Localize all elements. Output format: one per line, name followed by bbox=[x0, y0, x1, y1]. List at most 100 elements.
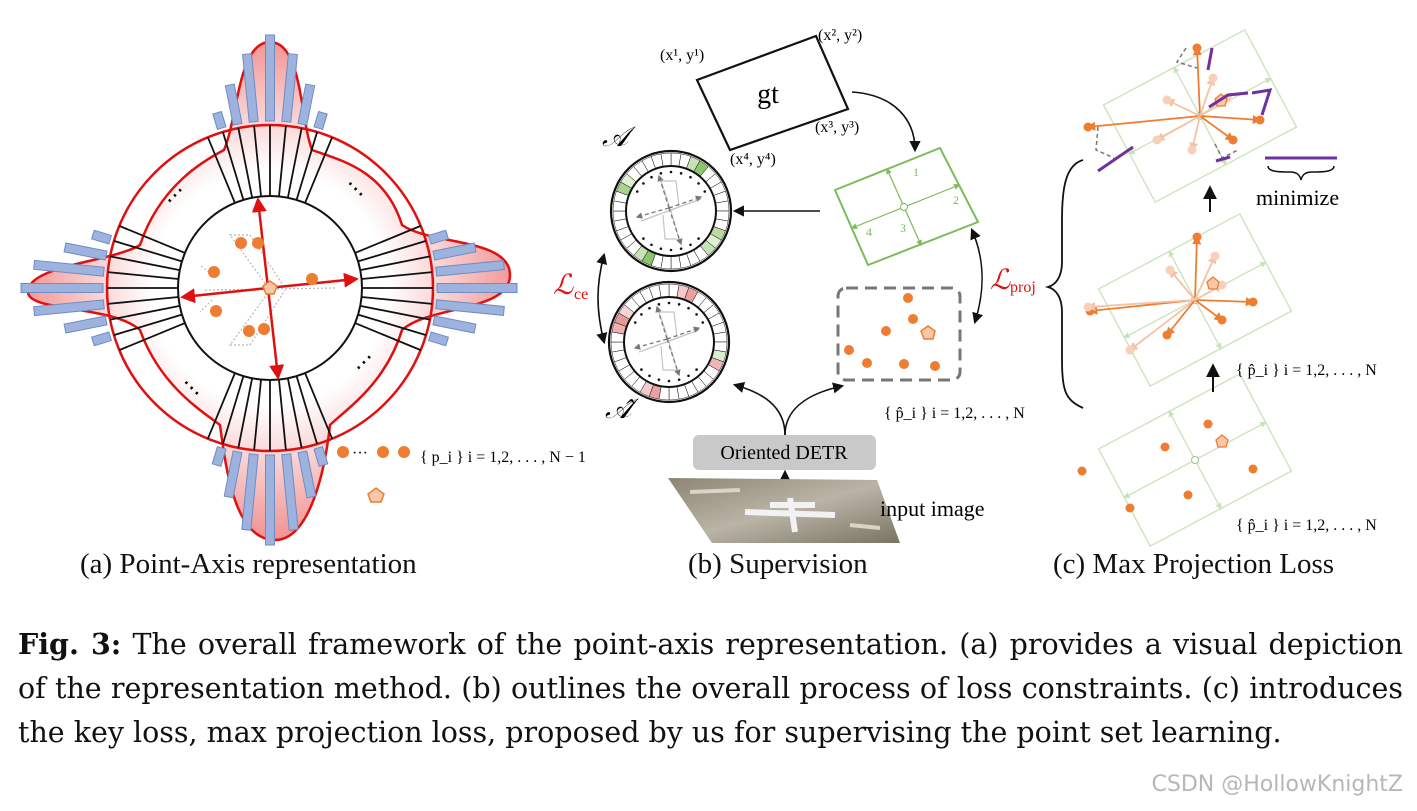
projection-point bbox=[1160, 442, 1170, 452]
svg-text:···: ··· bbox=[352, 445, 368, 462]
watermark: CSDN @HollowKnightZ bbox=[1151, 772, 1404, 797]
edge-num-1: 1 bbox=[913, 165, 919, 179]
distribution-bar bbox=[20, 283, 104, 293]
projection-point bbox=[1248, 464, 1258, 474]
projected-gt-box: 1 2 3 4 bbox=[833, 146, 980, 267]
distribution-bar bbox=[212, 110, 227, 131]
spoke bbox=[360, 255, 431, 272]
projection-point bbox=[1255, 115, 1265, 125]
distribution-bar bbox=[436, 283, 518, 293]
spoke bbox=[357, 313, 427, 336]
brace bbox=[1044, 159, 1084, 409]
panel-c: minimize { p̂_i } i = 1,2, . . . , N { p… bbox=[1044, 28, 1377, 548]
spoke bbox=[237, 127, 254, 198]
spoke bbox=[304, 136, 333, 204]
projection-point bbox=[1077, 466, 1087, 476]
spoke bbox=[118, 322, 186, 351]
spoke bbox=[109, 255, 180, 272]
spoke bbox=[357, 240, 427, 263]
projection-point bbox=[1248, 297, 1258, 307]
prediction-box bbox=[836, 286, 962, 382]
distribution-bar bbox=[242, 53, 259, 123]
spokes bbox=[107, 125, 433, 451]
projection-point bbox=[1125, 345, 1135, 355]
projection-point bbox=[1228, 135, 1238, 145]
projection-point bbox=[1083, 302, 1093, 312]
corner-4: (x⁴, y⁴) bbox=[730, 151, 776, 168]
bars bbox=[20, 34, 518, 546]
point-sequence: ··· bbox=[337, 445, 410, 462]
spoke bbox=[286, 127, 303, 198]
edge-num-3: 3 bbox=[900, 221, 906, 235]
distribution-bar bbox=[432, 315, 477, 334]
figure-caption: Fig. 3: The overall framework of the poi… bbox=[18, 622, 1403, 755]
panel-a: ⋯ ⋯ ⋯ ⋯ ··· { p_i } i = 1,2, . . . , N −… bbox=[20, 34, 586, 546]
distribution-bar bbox=[224, 83, 243, 126]
loss-proj-symbol: ℒ bbox=[990, 265, 1011, 296]
keypoints bbox=[208, 237, 318, 337]
spoke bbox=[253, 125, 262, 197]
distribution-bar bbox=[241, 453, 259, 531]
spoke bbox=[222, 375, 245, 445]
distribution-bar bbox=[435, 260, 505, 277]
distribution-bar bbox=[297, 83, 316, 126]
spoke bbox=[354, 225, 422, 254]
projection-point bbox=[1162, 95, 1172, 105]
caption-text: The overall framework of the point-axis … bbox=[18, 628, 1403, 749]
projection-point bbox=[1152, 135, 1162, 145]
spoke bbox=[113, 240, 183, 263]
spoke bbox=[361, 271, 433, 280]
minimize-label: minimize bbox=[1256, 185, 1339, 210]
spoke bbox=[237, 378, 254, 449]
ring-bottom bbox=[607, 280, 731, 404]
spoke bbox=[118, 225, 186, 254]
spoke bbox=[109, 304, 180, 321]
spoke bbox=[113, 313, 183, 336]
corner-2: (x², y²) bbox=[818, 27, 862, 44]
panel-b-label: (b) Supervision bbox=[688, 548, 868, 580]
distribution-bar bbox=[90, 229, 113, 245]
projection-point bbox=[1192, 43, 1202, 53]
projection-point bbox=[1125, 503, 1135, 513]
spoke bbox=[295, 131, 318, 201]
caption-lead: Fig. 3: bbox=[18, 627, 122, 661]
distribution-bar bbox=[223, 450, 243, 499]
panel-a-label: (a) Point-Axis representation bbox=[80, 548, 417, 580]
loss-proj-sub: proj bbox=[1010, 279, 1036, 296]
pentagon-icon bbox=[367, 487, 385, 503]
projection-point bbox=[1083, 122, 1093, 132]
projection-point bbox=[1165, 265, 1175, 275]
projection-point bbox=[1217, 315, 1227, 325]
set-a-hat-label: 𝒜̂ bbox=[605, 394, 639, 425]
gt-box bbox=[695, 34, 850, 152]
spoke bbox=[295, 375, 318, 445]
formula-mid: { p̂_i } i = 1,2, . . . , N bbox=[1236, 362, 1377, 379]
minimize-brace bbox=[1267, 165, 1335, 181]
projection-point bbox=[1162, 330, 1172, 340]
distribution-bar bbox=[63, 242, 108, 261]
spoke bbox=[222, 131, 245, 201]
set-a-label: 𝒜 bbox=[602, 122, 636, 153]
distribution-bar bbox=[297, 450, 317, 499]
spoke bbox=[207, 136, 236, 204]
gt-label: gt bbox=[757, 79, 779, 110]
projection-point bbox=[1183, 490, 1193, 500]
spoke bbox=[107, 296, 179, 305]
distribution-bar bbox=[432, 242, 477, 261]
distribution-bar bbox=[265, 454, 275, 546]
projection-point bbox=[1210, 251, 1220, 261]
spoke bbox=[361, 296, 433, 305]
projection-top bbox=[1083, 28, 1298, 204]
pred-formula: { p̂_i } i = 1,2, . . . , N bbox=[884, 405, 1025, 422]
center-pentagon bbox=[262, 280, 278, 295]
projection-point bbox=[1187, 145, 1197, 155]
distribution-bar bbox=[427, 229, 450, 245]
projection-point bbox=[1208, 73, 1218, 83]
spoke bbox=[354, 322, 422, 351]
projection-point bbox=[1192, 232, 1202, 242]
spoke bbox=[286, 378, 303, 449]
figure: ⋯ ⋯ ⋯ ⋯ ··· { p_i } i = 1,2, . . . , N −… bbox=[20, 27, 1377, 548]
input-image-label: input image bbox=[880, 496, 984, 521]
spoke bbox=[107, 271, 179, 280]
input-image bbox=[668, 478, 900, 543]
